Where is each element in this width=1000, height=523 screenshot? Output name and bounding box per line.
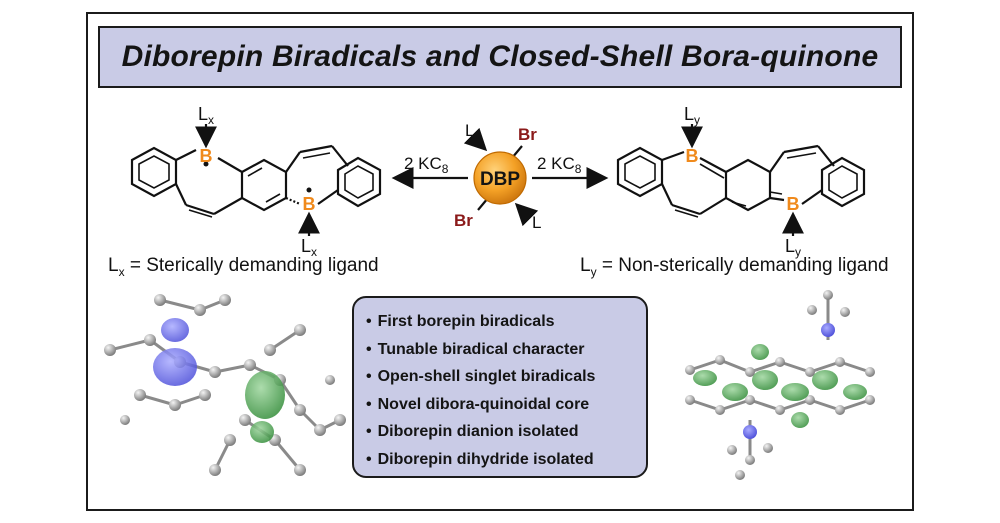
caption-left: Lx = Sterically demanding ligand bbox=[108, 255, 379, 279]
dbp-sphere bbox=[473, 151, 527, 205]
figure-title: Diborepin Biradicals and Closed-Shell Bo… bbox=[121, 40, 879, 73]
right-ligand-top: Ly bbox=[684, 104, 700, 127]
reagent-right: 2 KC8 bbox=[537, 154, 582, 176]
dbp-bromine-top: Br bbox=[518, 125, 537, 144]
right-boron-top: B bbox=[686, 146, 699, 166]
dbp-ligand-bottom: L bbox=[532, 213, 541, 232]
dbp-ligand-top: L bbox=[465, 121, 474, 140]
highlight-item: Tunable biradical character bbox=[366, 336, 646, 364]
dbp-bromine-bottom: Br bbox=[454, 211, 473, 230]
left-ligand-top: Lx bbox=[198, 104, 214, 127]
highlights-list: First borepin biradicals Tunable biradic… bbox=[366, 308, 646, 473]
highlight-item: Diborepin dianion isolated bbox=[366, 418, 646, 446]
highlights-box: First borepin biradicals Tunable biradic… bbox=[352, 296, 648, 478]
dbp-label: DBP bbox=[480, 169, 520, 190]
highlight-item: First borepin biradicals bbox=[366, 308, 646, 336]
highlight-item: Novel dibora-quinoidal core bbox=[366, 391, 646, 419]
right-benzene-ring bbox=[336, 156, 382, 208]
left-ligand-bottom: Lx bbox=[301, 236, 317, 259]
left-biradical-structure bbox=[130, 124, 382, 236]
title-bar: Diborepin Biradicals and Closed-Shell Bo… bbox=[98, 26, 902, 88]
left-boron-top: B bbox=[200, 146, 213, 166]
right-ligand-bottom: Ly bbox=[785, 236, 801, 259]
right-boron-bottom: B bbox=[787, 194, 800, 214]
highlight-item: Open-shell singlet biradicals bbox=[366, 363, 646, 391]
caption-right: Ly = Non-sterically demanding ligand bbox=[580, 255, 889, 279]
highlight-item: Diborepin dihydride isolated bbox=[366, 446, 646, 474]
right-lumo-model bbox=[685, 290, 875, 480]
left-spin-density-model bbox=[104, 294, 346, 476]
right-quinoidal-structure bbox=[616, 124, 866, 236]
reagent-left: 2 KC8 bbox=[404, 154, 449, 176]
left-boron-bottom: B bbox=[303, 194, 316, 214]
central-benzene-ring bbox=[240, 158, 288, 212]
